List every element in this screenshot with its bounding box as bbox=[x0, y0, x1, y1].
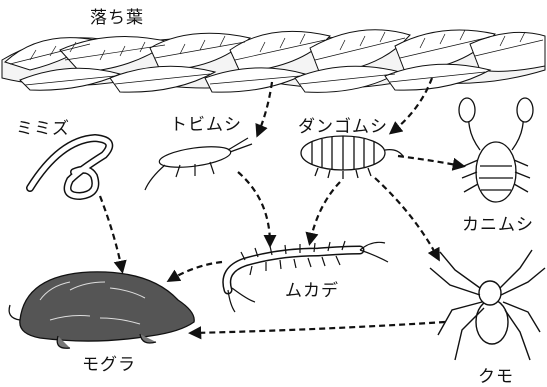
label-pseudoscorpion: カニムシ bbox=[462, 210, 534, 235]
arrow-pillbug-to-spider bbox=[375, 178, 438, 258]
arrow-spider-to-mole bbox=[192, 322, 445, 333]
fallen-leaves-layer bbox=[2, 30, 545, 93]
label-mole: モグラ bbox=[82, 350, 136, 375]
label-earthworm: ミミズ bbox=[16, 114, 70, 139]
label-pill-bug: ダンゴムシ bbox=[298, 112, 388, 137]
arrow-pillbug-to-pseudoscorpion bbox=[398, 156, 462, 166]
mole bbox=[9, 272, 194, 348]
pill-bug bbox=[301, 136, 403, 179]
label-fallen-leaves: 落ち葉 bbox=[90, 3, 144, 28]
arrow-centipede-to-mole bbox=[170, 262, 222, 280]
arrow-pillbug-to-centipede bbox=[310, 182, 340, 242]
arrow-springtail-to-centipede bbox=[238, 172, 270, 244]
spider bbox=[430, 250, 545, 360]
earthworm bbox=[30, 138, 109, 196]
label-spider: クモ bbox=[478, 362, 514, 387]
springtail bbox=[145, 138, 252, 190]
pseudoscorpion bbox=[459, 98, 533, 202]
label-springtail: トビムシ bbox=[170, 110, 242, 135]
arrow-earthworm-to-mole bbox=[100, 196, 122, 270]
label-centipede: ムカデ bbox=[285, 276, 339, 301]
arrow-leaves-to-springtail bbox=[258, 82, 272, 134]
